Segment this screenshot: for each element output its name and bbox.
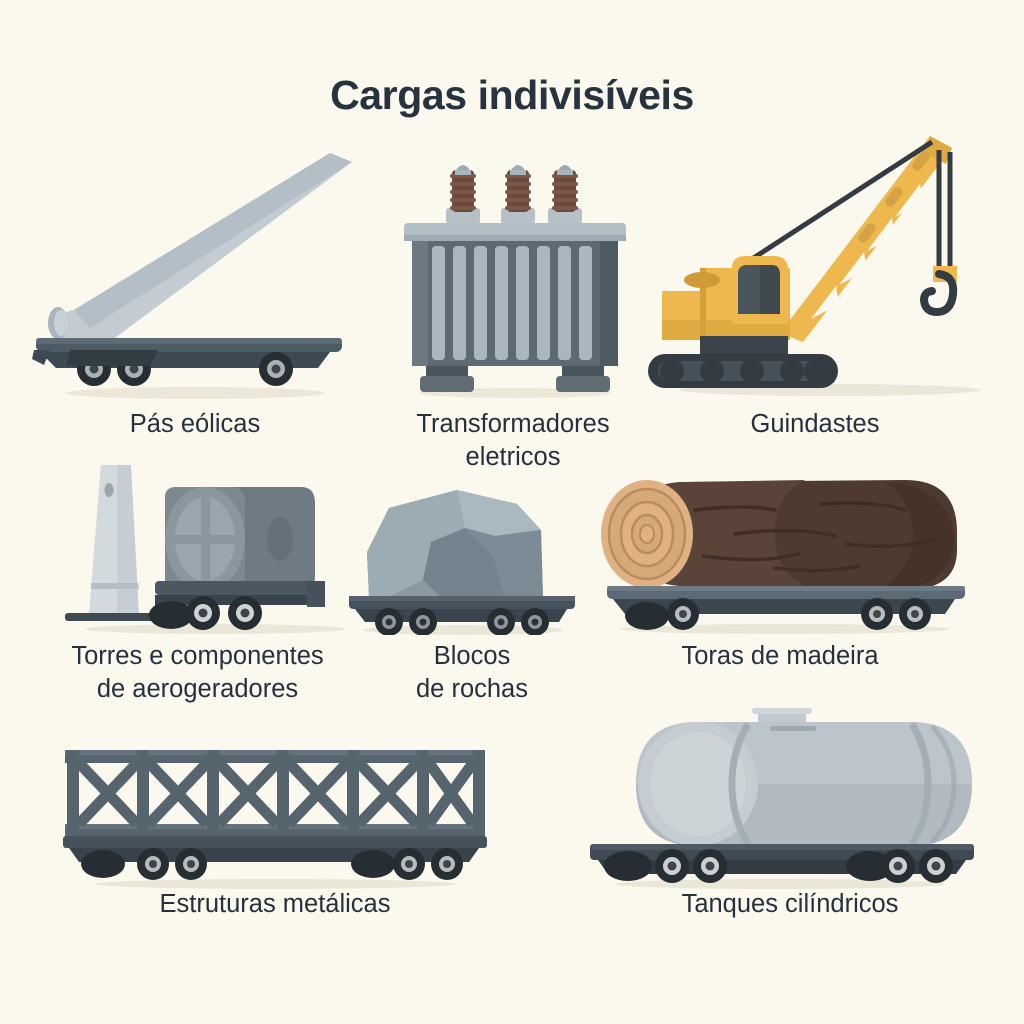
wind-blade-on-trailer-icon: [32, 153, 353, 399]
timber-log-on-trailer-icon: [601, 480, 965, 634]
illustration-tank: [580, 700, 985, 890]
caption-guindastes: Guindastes: [750, 410, 880, 438]
crawler-crane-icon: [648, 136, 980, 396]
caption-pas-eolicas: Pás eólicas: [129, 410, 261, 438]
illustration-truss: [55, 740, 495, 890]
cylindrical-tank-on-trailer-icon: [590, 708, 974, 889]
caption-estruturas-metalicas: Estruturas metálicas: [159, 890, 391, 918]
illustration-tower: [55, 455, 355, 635]
illustration-log: [585, 468, 985, 635]
illustration-wind-blade: [30, 150, 360, 400]
illustration-rock: [345, 480, 580, 635]
steel-truss-on-trailer-icon: [63, 750, 487, 889]
illustration-transformer: [390, 150, 640, 400]
caption-toras-de-madeira: Toras de madeira: [681, 642, 879, 670]
caption-transformadores-eletricos: Transformadores eletricos: [416, 410, 610, 471]
wind-tower-section-on-trailer-icon: [65, 465, 345, 634]
caption-torres-aerogeradores: Torres e componentes de aerogeradores: [71, 642, 324, 703]
caption-blocos-de-rochas: Blocos de rochas: [416, 642, 528, 703]
page-title: Cargas indivisíveis: [330, 72, 694, 118]
rock-block-on-trailer-icon: [349, 490, 575, 635]
caption-tanques-cilindricos: Tanques cilíndricos: [681, 890, 899, 918]
electrical-transformer-icon: [404, 165, 626, 398]
illustration-crane: [640, 128, 990, 400]
